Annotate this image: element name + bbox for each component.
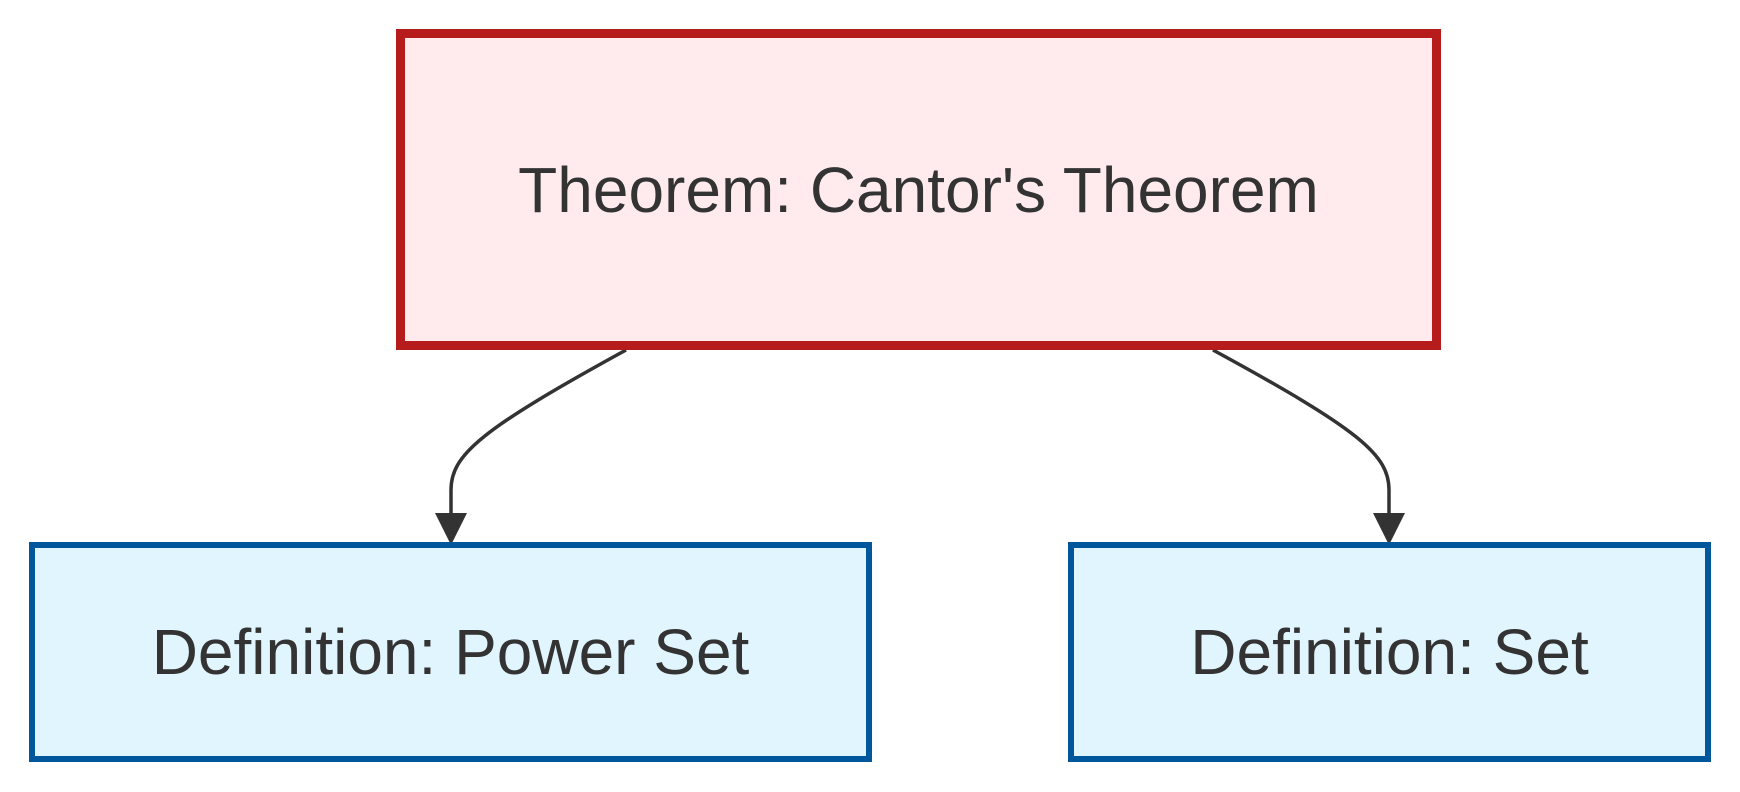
node-theorem-cantors-theorem[interactable]: Theorem: Cantor's Theorem [396, 29, 1441, 350]
node-definition-power-set[interactable]: Definition: Power Set [29, 542, 872, 762]
node-definition-set[interactable]: Definition: Set [1068, 542, 1711, 762]
edge-theorem-to-power-set [449, 348, 627, 515]
edge-theorem-to-set [1212, 348, 1391, 515]
edge-theorem-to-set-arrowhead [1373, 513, 1405, 545]
node-label: Definition: Power Set [151, 616, 750, 688]
node-label: Theorem: Cantor's Theorem [518, 153, 1319, 226]
edge-theorem-to-power-set-arrowhead [435, 513, 467, 545]
node-label: Definition: Set [1190, 616, 1589, 688]
